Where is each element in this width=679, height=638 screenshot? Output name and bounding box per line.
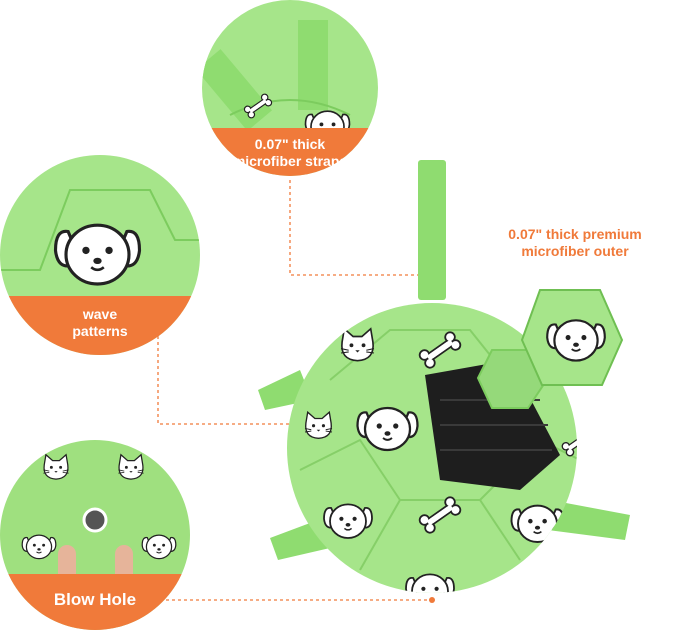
outer-line-1: 0.07" thick premium [508, 226, 642, 242]
connector-lines [157, 180, 430, 601]
wave-callout: wave patterns [30, 306, 170, 340]
blow-hole-zoom-circle [0, 440, 190, 630]
straps-callout: 0.07" thick microfiber straps [205, 136, 375, 170]
wave-line-1: wave [82, 306, 118, 322]
wave-line-2: patterns [72, 323, 128, 339]
straps-zoom-circle [202, 0, 378, 176]
outer-callout: 0.07" thick premium microfiber outer [480, 226, 670, 260]
ball [287, 289, 624, 593]
outer-line-2: microfiber outer [521, 243, 629, 259]
straps-line-2: microfiber straps [232, 153, 348, 169]
blow-hole [82, 507, 108, 533]
dog-face-icon [405, 573, 455, 593]
straps-line-1: 0.07" thick [254, 136, 326, 152]
blow-hole-callout: Blow Hole [53, 590, 137, 609]
